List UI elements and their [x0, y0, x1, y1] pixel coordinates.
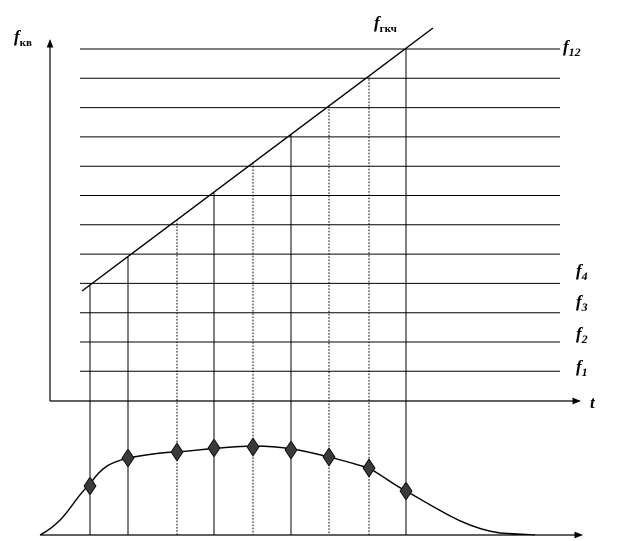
level-label-f3: f3 — [576, 292, 588, 314]
sample-marker — [170, 442, 184, 462]
amplitude-envelope-curve — [39, 445, 536, 536]
level-label-f12: f12 — [563, 37, 581, 59]
sample-marker — [207, 438, 221, 458]
sample-marker — [83, 476, 97, 496]
level-label-f2: f2 — [576, 324, 588, 346]
sample-marker — [284, 440, 298, 460]
frequency-level-lines — [80, 48, 560, 372]
sample-markers — [83, 437, 413, 501]
sampling-time-lines — [89, 48, 407, 535]
sample-marker — [246, 437, 260, 457]
sample-marker — [399, 481, 413, 501]
sample-marker — [121, 448, 135, 468]
sample-marker — [322, 447, 336, 467]
sweep-line — [81, 27, 434, 292]
level-label-f4: f4 — [576, 261, 588, 283]
level-label-f1: f1 — [576, 357, 588, 379]
sample-marker — [362, 458, 376, 478]
x-axis-label: t — [590, 393, 596, 412]
y-axis-label: fкв — [14, 27, 32, 49]
sweep-label: fгкч — [374, 13, 397, 35]
